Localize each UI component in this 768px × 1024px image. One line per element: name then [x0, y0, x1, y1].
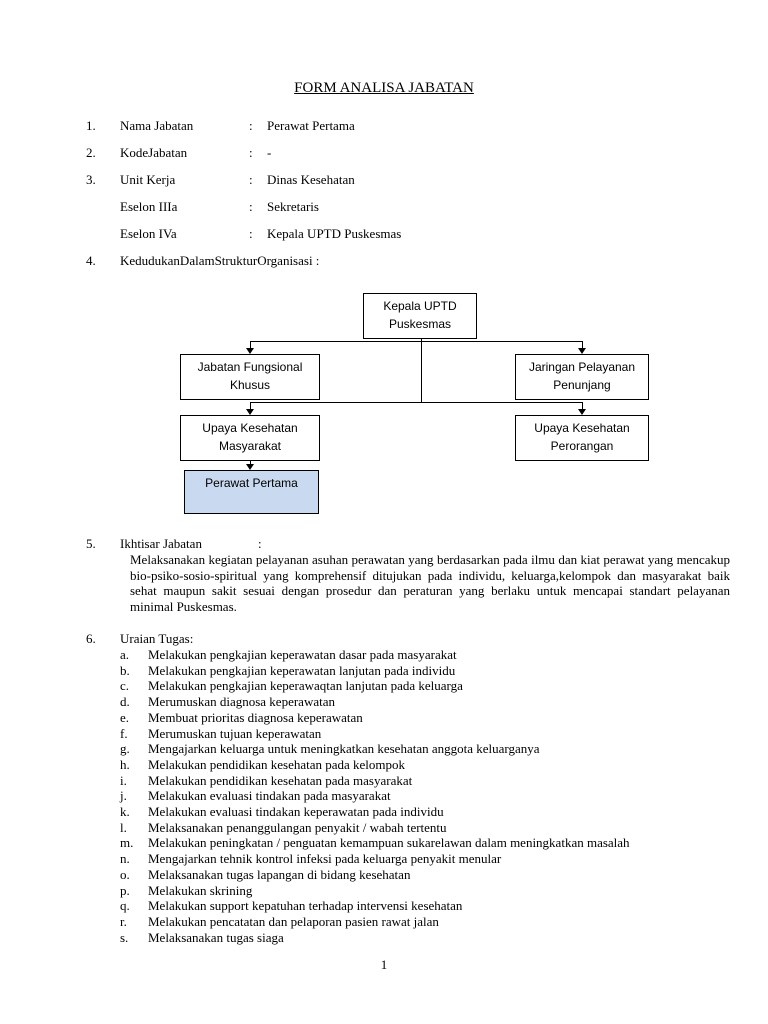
task-item: Melakukan pendidikan kesehatan pada kelo… — [148, 757, 406, 772]
task-letter: h. — [120, 757, 130, 772]
task-item: Melaksanakan tugas siaga — [148, 930, 284, 945]
field-value-eselon-4a: Kepala UPTD Puskesmas — [267, 226, 402, 241]
field-number: 5. — [86, 536, 96, 551]
org-connector — [582, 402, 583, 410]
page-number: 1 — [380, 957, 388, 972]
org-box-kepala-uptd: Kepala UPTD Puskesmas — [363, 293, 477, 339]
field-value-eselon-3a: Sekretaris — [267, 199, 319, 214]
field-colon: : — [249, 226, 253, 241]
field-number: 3. — [86, 172, 96, 187]
org-connector — [250, 402, 583, 403]
task-letter: p. — [120, 883, 130, 898]
org-box-text: Penunjang — [553, 378, 611, 392]
org-box-text: Perorangan — [550, 439, 614, 453]
task-item: Melakukan skrining — [148, 883, 253, 898]
field-label-uraian: Uraian Tugas: — [120, 631, 194, 646]
org-connector — [250, 341, 251, 349]
document-title: FORM ANALISA JABATAN — [294, 80, 474, 96]
task-item: Melakukan evaluasi tindakan pada masyara… — [148, 788, 391, 803]
task-item: Melakukan pengkajian keperawaqtan lanjut… — [148, 678, 463, 693]
org-connector — [250, 402, 251, 410]
arrow-down-icon — [246, 409, 254, 415]
arrow-down-icon — [578, 409, 586, 415]
field-label-unit-kerja: Unit Kerja — [120, 172, 176, 187]
org-box-jaringan-pelayanan: Jaringan Pelayanan Penunjang — [515, 354, 649, 400]
org-box-text: Perawat Pertama — [205, 476, 298, 490]
task-letter: b. — [120, 663, 130, 678]
task-item: Merumuskan tujuan keperawatan — [148, 726, 322, 741]
task-letter: e. — [120, 710, 130, 725]
task-letter: d. — [120, 694, 130, 709]
task-item: Melakukan pendidikan kesehatan pada masy… — [148, 773, 413, 788]
field-label-kedudukan: KedudukanDalamStrukturOrganisasi : — [120, 253, 320, 268]
org-box-jabatan-fungsional: Jabatan Fungsional Khusus — [180, 354, 320, 400]
org-box-text: Upaya Kesehatan — [534, 421, 630, 435]
task-item: Merumuskan diagnosa keperawatan — [148, 694, 335, 709]
task-letter: j. — [120, 788, 127, 803]
org-connector — [421, 339, 422, 402]
task-letter: g. — [120, 741, 130, 756]
arrow-down-icon — [578, 348, 586, 354]
field-label-ikhtisar: Ikhtisar Jabatan — [120, 536, 202, 551]
task-item: Melakukan pencatatan dan pelaporan pasie… — [148, 914, 439, 929]
task-item: Melakukan pengkajian keperawatan dasar p… — [148, 647, 457, 662]
task-letter: k. — [120, 804, 130, 819]
org-box-text: Jabatan Fungsional — [197, 360, 303, 374]
field-number: 6. — [86, 631, 96, 646]
org-box-text: Kepala UPTD — [383, 299, 457, 313]
task-item: Melakukan support kepatuhan terhadap int… — [148, 898, 463, 913]
arrow-down-icon — [246, 348, 254, 354]
field-value-unit-kerja: Dinas Kesehatan — [267, 172, 355, 187]
field-label-nama-jabatan: Nama Jabatan — [120, 118, 194, 133]
org-box-text: Jaringan Pelayanan — [528, 360, 636, 374]
org-connector — [250, 461, 251, 465]
task-letter: s. — [120, 930, 129, 945]
field-colon: : — [249, 199, 253, 214]
org-box-text: Masyarakat — [218, 439, 282, 453]
task-item: Melaksanakan penanggulangan penyakit / w… — [148, 820, 447, 835]
field-colon: : — [249, 172, 253, 187]
task-item: Membuat prioritas diagnosa keperawatan — [148, 710, 363, 725]
field-label-eselon-3a: Eselon IIIa — [120, 199, 178, 214]
field-colon: : — [258, 536, 262, 551]
field-label-eselon-4a: Eselon IVa — [120, 226, 177, 241]
org-connector — [582, 341, 583, 349]
org-connector — [250, 341, 583, 342]
task-item: Melakukan pengkajian keperawatan lanjuta… — [148, 663, 456, 678]
task-letter: q. — [120, 898, 130, 913]
task-letter: r. — [120, 914, 127, 929]
task-letter: l. — [120, 820, 127, 835]
field-number: 4. — [86, 253, 96, 268]
org-box-perawat-pertama: Perawat Pertama — [184, 470, 319, 514]
field-value-nama-jabatan: Perawat Pertama — [267, 118, 355, 133]
org-box-text: Upaya Kesehatan — [202, 421, 298, 435]
field-label-kode-jabatan: KodeJabatan — [120, 145, 188, 160]
task-item: Melakukan peningkatan / penguatan kemamp… — [148, 835, 630, 850]
ikhtisar-paragraph: Melaksanakan kegiatan pelayanan asuhan p… — [130, 552, 730, 614]
field-value-kode-jabatan: - — [267, 145, 272, 160]
org-box-text: Khusus — [229, 378, 271, 392]
field-number: 2. — [86, 145, 96, 160]
task-item: Melaksanakan tugas lapangan di bidang ke… — [148, 867, 411, 882]
org-box-upaya-masyarakat: Upaya Kesehatan Masyarakat — [180, 415, 320, 461]
task-letter: c. — [120, 678, 130, 693]
task-letter: i. — [120, 773, 127, 788]
field-colon: : — [249, 118, 253, 133]
task-item: Mengajarkan keluarga untuk meningkatkan … — [148, 741, 540, 756]
task-letter: m. — [120, 835, 134, 850]
field-number: 1. — [86, 118, 96, 133]
task-letter: f. — [120, 726, 128, 741]
task-item: Melakukan evaluasi tindakan keperawatan … — [148, 804, 444, 819]
task-item: Mengajarkan tehnik kontrol infeksi pada … — [148, 851, 502, 866]
task-letter: n. — [120, 851, 130, 866]
org-box-text: Puskesmas — [388, 317, 452, 331]
field-colon: : — [249, 145, 253, 160]
org-box-upaya-perorangan: Upaya Kesehatan Perorangan — [515, 415, 649, 461]
task-letter: o. — [120, 867, 130, 882]
task-letter: a. — [120, 647, 130, 662]
arrow-down-icon — [246, 464, 254, 470]
